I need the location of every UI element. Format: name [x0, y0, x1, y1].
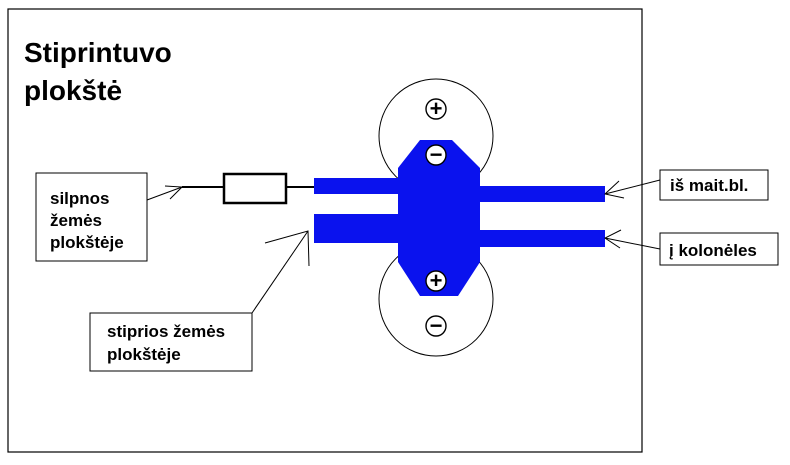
strong-ground-line-1: stiprios žemės	[107, 322, 225, 341]
strong-ground-label-box	[89, 312, 253, 372]
svg-text:−: −	[430, 313, 443, 338]
trace-speakers	[480, 230, 605, 247]
svg-text:+: +	[430, 96, 443, 121]
power-supply-label-box	[659, 169, 769, 201]
weak-ground-label-box	[35, 172, 148, 262]
power-supply-label: iš mait.bl.	[670, 176, 748, 195]
power-supply-arrow	[603, 179, 661, 199]
strong-ground-arrow	[251, 230, 310, 314]
weak-ground-arrow	[146, 185, 184, 201]
speakers-arrow	[604, 229, 661, 250]
strong-ground-line-2: plokštėje	[107, 345, 181, 364]
title-line-2: plokštė	[24, 75, 122, 106]
capacitor-bottom-plus: +	[425, 268, 447, 293]
capacitor-top-plus: +	[425, 96, 447, 121]
svg-text:−: −	[430, 142, 443, 167]
trace-strong-ground	[314, 214, 398, 243]
capacitor-top-minus: −	[425, 142, 447, 167]
title-line-1: Stiprintuvo	[24, 37, 172, 68]
weak-ground-line-1: silpnos	[50, 189, 110, 208]
resistor	[222, 172, 288, 205]
svg-text:+: +	[430, 268, 443, 293]
trace-power-supply	[480, 186, 605, 202]
speakers-label: į kolonėles	[669, 241, 757, 260]
weak-ground-line-2: žemės	[50, 211, 102, 230]
capacitor-bottom-minus: −	[425, 313, 447, 338]
central-ground-pad	[398, 140, 480, 296]
speakers-label-box	[659, 232, 779, 266]
trace-weak-ground	[314, 178, 398, 194]
weak-ground-line-3: plokštėje	[50, 233, 124, 252]
copper-traces	[314, 140, 605, 296]
